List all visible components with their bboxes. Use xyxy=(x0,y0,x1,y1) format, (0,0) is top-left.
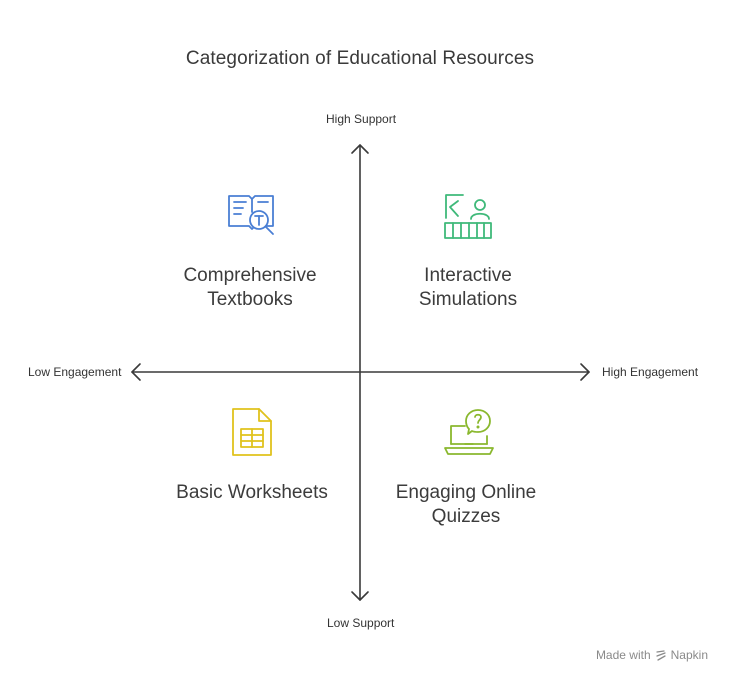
quadrant-top-right-label: Interactive Simulations xyxy=(418,265,518,310)
simulation-icon xyxy=(443,192,493,247)
made-with-napkin-footer[interactable]: Made with Napkin xyxy=(596,648,708,662)
right-arrowhead xyxy=(580,363,590,381)
textbook-icon xyxy=(227,192,277,245)
up-arrowhead xyxy=(351,144,369,154)
worksheet-icon xyxy=(230,406,274,463)
quadrant-top-left-label: Comprehensive Textbooks xyxy=(183,265,317,310)
x-axis-right-label: High Engagement xyxy=(602,365,699,379)
quadrant-bottom-right-label: Engaging Online Quizzes xyxy=(395,482,537,527)
quadrant-bottom-left-label: Basic Worksheets xyxy=(176,482,328,503)
left-arrowhead xyxy=(131,363,141,381)
diagram-title: Categorization of Educational Resources xyxy=(185,48,535,69)
quiz-laptop-icon xyxy=(443,408,495,463)
y-axis-bottom-label: Low Support xyxy=(327,616,395,630)
y-axis-top-label: High Support xyxy=(326,112,397,126)
made-with-text: Made with xyxy=(595,648,651,662)
napkin-logo-icon xyxy=(655,649,667,661)
napkin-brand-text: Napkin xyxy=(670,648,708,662)
down-arrowhead xyxy=(351,591,369,601)
x-axis-left-label: Low Engagement xyxy=(28,365,122,379)
